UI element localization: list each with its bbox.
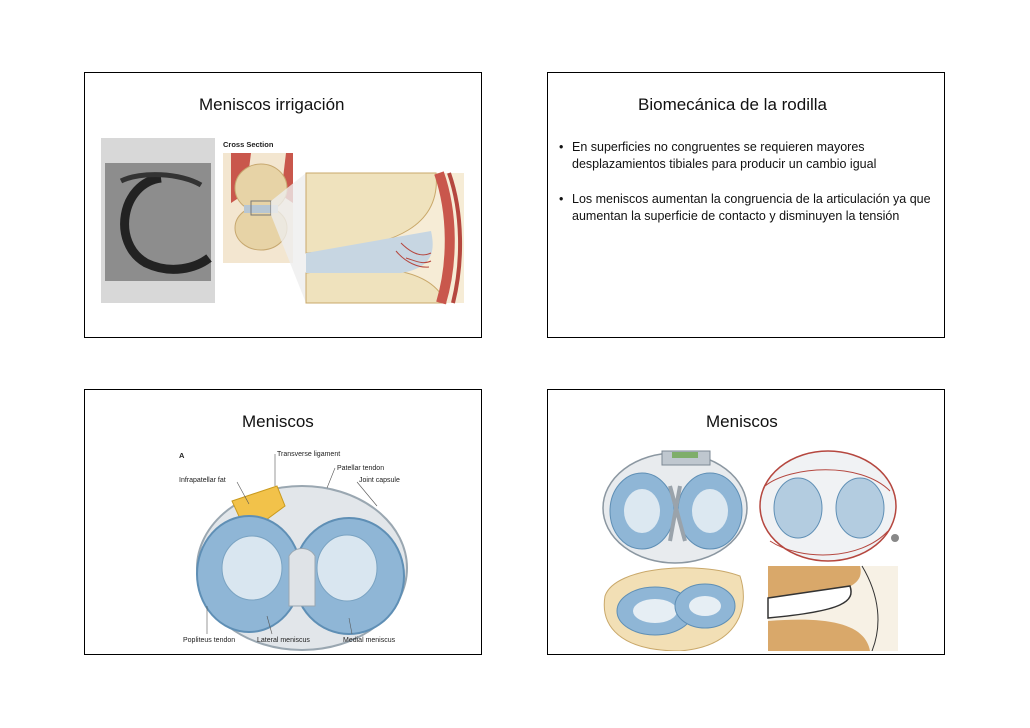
bullet-item: •Los meniscos aumentan la congruencia de… xyxy=(559,192,931,223)
medial-plateau xyxy=(316,534,378,602)
slide-biomecanica: Biomecánica de la rodilla •En superficie… xyxy=(547,72,945,338)
label-infrapatellar-fat: Infrapatellar fat xyxy=(179,477,226,484)
slide-meniscos-illustrations: Meniscos xyxy=(547,389,945,655)
tibial-plateau-figure: A Transverse ligament Patellar tendon In… xyxy=(179,451,408,651)
plateau-illustration xyxy=(603,567,744,651)
slide-title: Meniscos irrigación xyxy=(199,95,345,114)
label-popliteus-tendon: Popliteus tendon xyxy=(183,637,235,644)
slide-meniscos-irrigacion: Meniscos irrigación Cross Section xyxy=(84,72,482,338)
slide-title: Biomecánica de la rodilla xyxy=(638,95,827,114)
histology-meniscus-stain xyxy=(120,173,212,274)
label-lateral-meniscus: Lateral meniscus xyxy=(257,637,310,644)
bullet-item: •En superficies no congruentes se requie… xyxy=(559,140,877,171)
label-medial-meniscus: Medial meniscus xyxy=(343,637,396,644)
vascular-illustration xyxy=(759,450,899,562)
cross-section-label: Cross Section xyxy=(223,140,274,149)
slide-title: Meniscos xyxy=(706,412,778,431)
slide-title: Meniscos xyxy=(242,412,314,431)
slide-meniscos-anatomy: Meniscos A Transverse ligament Patellar … xyxy=(84,389,482,655)
bullet-list: •En superficies no congruentes se requie… xyxy=(559,139,934,243)
meniscus-illustrations-collage xyxy=(602,450,899,651)
panel-letter: A xyxy=(179,451,185,460)
lateral-plateau xyxy=(221,535,283,601)
superior-view-illustration xyxy=(602,450,748,564)
label-joint-capsule: Joint capsule xyxy=(359,477,400,484)
meniscus-blood-supply-figure: Cross Section xyxy=(101,138,464,305)
vessels xyxy=(395,242,432,268)
cross-section-illustration xyxy=(767,565,898,651)
meniscus-detail xyxy=(306,231,433,273)
label-transverse-ligament: Transverse ligament xyxy=(277,451,340,458)
label-patellar-tendon: Patellar tendon xyxy=(337,465,384,472)
